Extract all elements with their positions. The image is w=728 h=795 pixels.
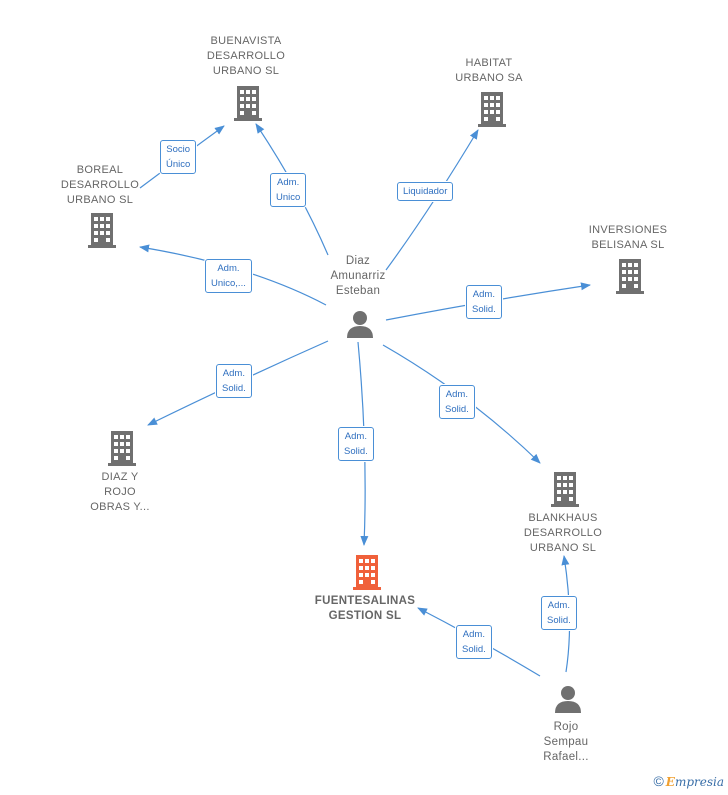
company-label-buenavista[interactable]: BUENAVISTA DESARROLLO URBANO SL [206,35,286,77]
edge-label-adm-solid-rojo-blankhaus: Adm. Solid. [541,596,577,630]
company-label-inversiones[interactable]: INVERSIONES BELISANA SL [588,224,668,251]
edge-label-adm-unico-boreal: Adm. Unico,... [205,259,252,293]
copyright-icon: © [653,773,664,789]
edge-label-socio-unico: Socio Único [160,140,197,174]
building-icon [87,212,117,253]
edge-label-adm-unico-buenavista: Adm. Unico [270,173,307,207]
footer-brand[interactable]: ©Empresia [653,773,724,789]
edge-label-liquidador: Liquidador [397,182,454,201]
company-label-habitat[interactable]: HABITAT URBANO SA [455,57,523,84]
company-label-blankhaus[interactable]: BLANKHAUS DESARROLLO URBANO SL [523,512,603,554]
building-icon [550,471,580,512]
company-label-boreal[interactable]: BOREAL DESARROLLO URBANO SL [60,164,140,206]
edge-liquidador [385,129,479,271]
person-icon [345,309,375,344]
edge-label-adm-solid-blankhaus: Adm. Solid. [439,385,475,419]
brand-logo: Empresia [665,775,724,789]
building-icon-highlighted [352,554,382,595]
person-icon [553,684,583,719]
edge-label-adm-solid-inversiones: Adm. Solid. [466,285,502,319]
company-label-fuentesalinas[interactable]: FUENTESALINAS GESTION SL [314,595,416,622]
edge-label-adm-solid-diaz: Adm. Solid. [216,364,252,398]
company-label-diaz-rojo[interactable]: DIAZ Y ROJO OBRAS Y... [90,471,150,513]
person-label-diaz[interactable]: Diaz Amunarriz Esteban [330,255,386,297]
building-icon [107,430,137,471]
building-icon [233,85,263,126]
building-icon [615,258,645,299]
edge-label-adm-solid-rojo-fuentesalinas: Adm. Solid. [456,625,492,659]
building-icon [477,91,507,132]
edge-label-adm-solid-fuentesalinas: Adm. Solid. [338,427,374,461]
person-label-rojo[interactable]: Rojo Sempau Rafael... [543,721,589,763]
